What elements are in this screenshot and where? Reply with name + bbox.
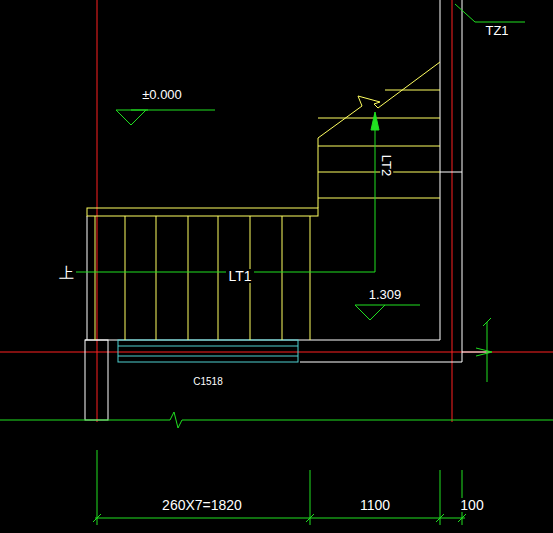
stair-tag: LT2	[381, 152, 394, 177]
dimension-text: 260X7=1820	[160, 498, 244, 512]
elevation-mark: ±0.000	[140, 88, 184, 101]
window-tag: C1518	[191, 377, 224, 387]
axis-lines	[0, 0, 553, 422]
dimension-text: 100	[458, 498, 485, 512]
stair-treads	[87, 62, 440, 340]
window	[118, 340, 298, 362]
dimension-text: 1100	[358, 498, 392, 512]
direction-mark: 上	[57, 265, 76, 280]
elevation-mark: 1.309	[367, 288, 404, 301]
stair-tag: LT1	[226, 269, 253, 283]
dimension-lines	[0, 4, 553, 525]
member-tag: TZ1	[483, 24, 510, 37]
walls	[85, 0, 490, 420]
